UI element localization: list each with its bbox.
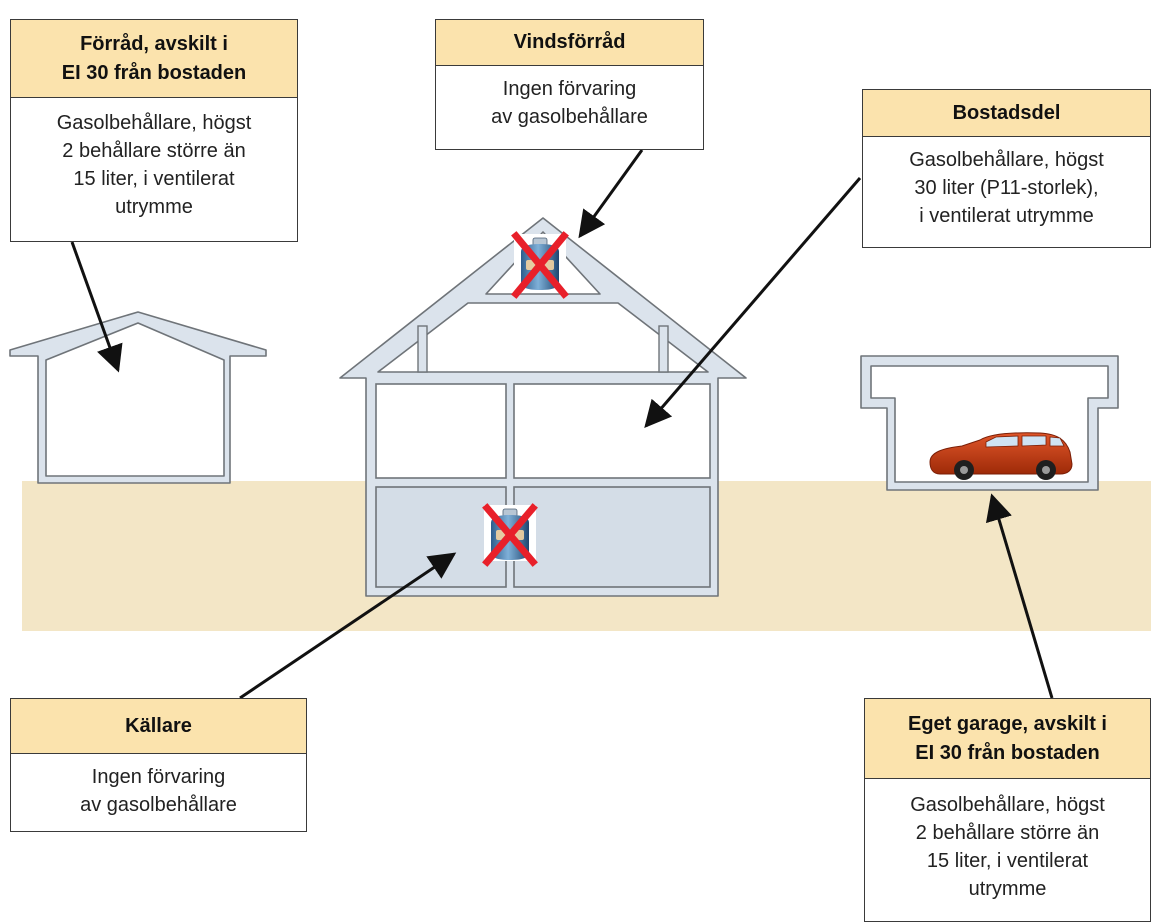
basement-room-right (513, 486, 711, 588)
shed-building (9, 311, 267, 484)
arrow-kallare (239, 552, 457, 700)
callout-vindsforrad-text: Ingen förvaring av gasolbehållare (491, 78, 648, 128)
callout-kallare-title: Källare (11, 699, 306, 754)
callout-bostadsdel: Bostadsdel Gasolbehållare, högst 30 lite… (862, 89, 1151, 248)
callout-kallare: Källare Ingen förvaring av gasolbehållar… (10, 698, 307, 832)
callout-garage-text: Gasolbehållare, högst 2 behållare större… (910, 794, 1105, 900)
callout-vindsforrad: Vindsförråd Ingen förvaring av gasolbehå… (435, 19, 704, 150)
callout-garage: Eget garage, avskilt i EI 30 från bostad… (864, 698, 1151, 922)
gas-cylinder-basement (482, 503, 538, 567)
callout-forrad: Förråd, avskilt i EI 30 från bostaden Ga… (10, 19, 298, 242)
callout-forrad-text: Gasolbehållare, högst 2 behållare större… (56, 112, 252, 218)
attic-space (377, 302, 709, 373)
callout-kallare-text: Ingen förvaring av gasolbehållare (80, 766, 237, 816)
callout-bostadsdel-title: Bostadsdel (863, 90, 1150, 137)
arrow-vindsforrad (578, 149, 644, 239)
red-x-mark (511, 231, 569, 299)
arrow-forrad (70, 241, 123, 373)
callout-garage-title: Eget garage, avskilt i EI 30 från bostad… (865, 699, 1150, 779)
arrow-garage (985, 493, 1054, 699)
living-room-right (513, 383, 711, 479)
gas-cylinder-attic (511, 231, 569, 299)
car-icon (929, 432, 1073, 480)
callout-bostadsdel-text: Gasolbehållare, högst 30 liter (P11-stor… (909, 149, 1104, 227)
callout-vindsforrad-title: Vindsförråd (436, 20, 703, 66)
red-x-mark (482, 503, 538, 567)
arrow-bostadsdel (644, 177, 862, 429)
living-room-left (375, 383, 507, 479)
callout-forrad-title: Förråd, avskilt i EI 30 från bostaden (11, 20, 297, 98)
